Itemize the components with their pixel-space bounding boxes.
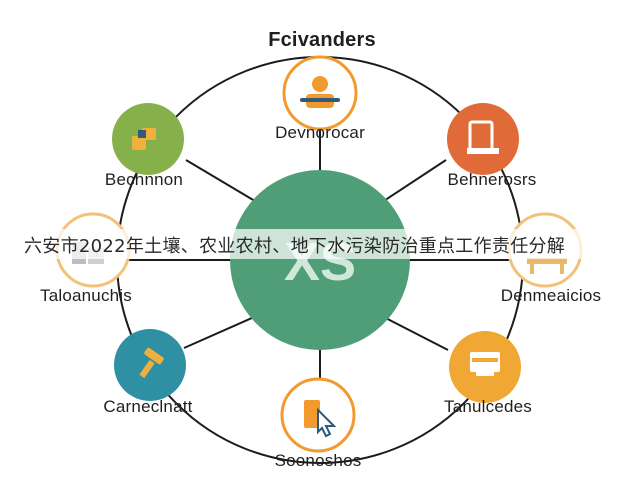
table-icon xyxy=(527,258,567,274)
node-top xyxy=(282,55,358,131)
node-top-right-label: Behnerosrs xyxy=(447,170,537,189)
cursor-icon xyxy=(304,400,337,438)
node-bottom-left-label: Carneclnatt xyxy=(103,397,193,416)
node-bottom-right-label: Tanulcedes xyxy=(443,397,533,416)
center-hub: XS xyxy=(230,170,410,350)
person-icon xyxy=(300,76,340,108)
monitor-icon xyxy=(470,352,500,376)
caption-banner-text: 六安市2022年土壤、农业农村、地下水污染防治重点工作责任分解 xyxy=(24,236,566,257)
node-bottom-label: Soonoshos xyxy=(274,451,362,470)
node-right-label: Denmeaicios xyxy=(500,286,602,305)
node-left-label: Taloanuchis xyxy=(40,286,132,305)
node-top-label: Devnorocar xyxy=(275,123,365,142)
node-top-right xyxy=(447,103,519,175)
hammer-icon xyxy=(139,347,164,379)
caption-banner xyxy=(0,229,640,259)
diagram-title: Fcivanders xyxy=(268,29,376,51)
handshake-icon xyxy=(132,128,156,150)
node-bottom-left xyxy=(114,329,186,401)
node-bottom-right xyxy=(449,331,521,403)
node-top-left xyxy=(112,103,184,175)
node-bottom xyxy=(280,377,356,453)
document-icon xyxy=(467,120,499,154)
node-top-left-label: Bechnnon xyxy=(104,170,184,189)
